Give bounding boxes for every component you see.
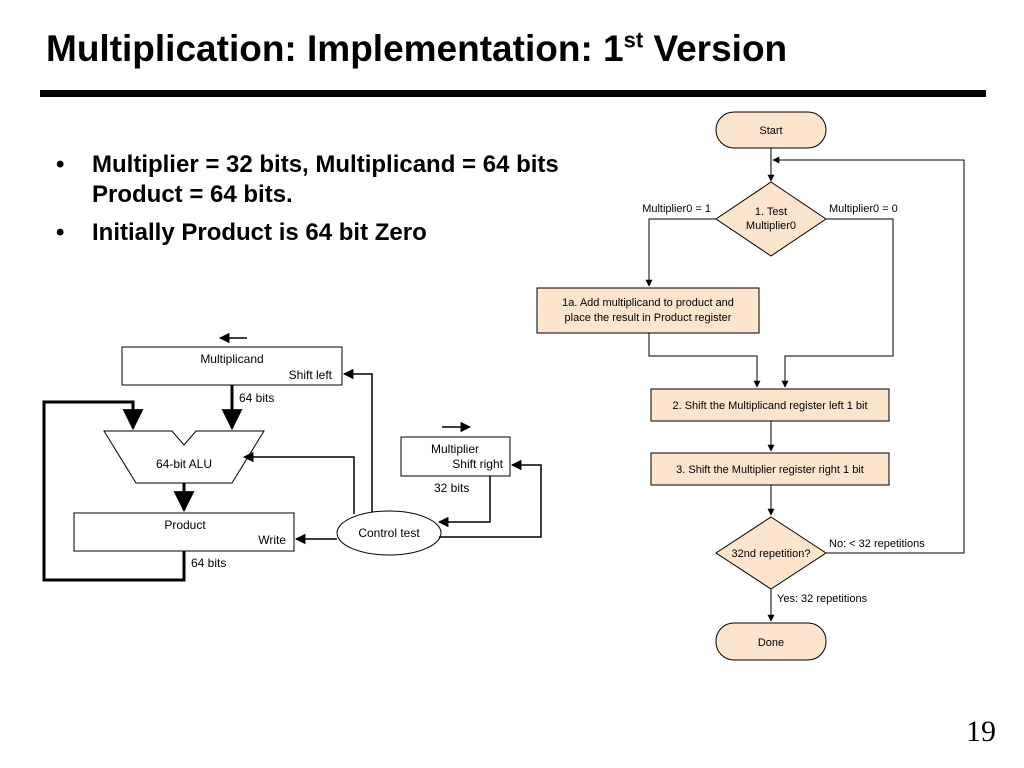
multiplicand-bits-label: 64 bits <box>239 391 274 405</box>
step-1a-box <box>536 287 760 334</box>
title-superscript: st <box>623 27 644 53</box>
branch-right-label: Multiplier0 = 0 <box>829 203 898 215</box>
bullet-text: Multiplier = 32 bits, Multiplicand = 64 … <box>92 151 559 178</box>
repetition-label: 32nd repetition? <box>732 548 811 560</box>
flowchart: Start 1. Test Multiplier0 Multiplier0 = … <box>536 111 965 661</box>
repeat-no-label: No: < 32 repetitions <box>829 538 925 550</box>
hardware-diagram: Multiplicand Shift left 64 bits 64-bit A… <box>42 332 542 582</box>
title-rule <box>40 90 986 97</box>
multiplier-to-control-line <box>437 476 491 528</box>
multiplier-bits-label: 32 bits <box>434 481 469 495</box>
control-test-unit <box>336 510 442 556</box>
multiplier-shift-label: Shift right <box>452 457 503 471</box>
product-bits-label: 64 bits <box>191 556 226 570</box>
multiplicand-register <box>121 346 343 386</box>
step-2-box <box>650 388 890 422</box>
control-to-multiplicand-line <box>342 368 373 512</box>
product-label: Product <box>164 518 206 532</box>
test-label-line1: 1. Test <box>755 206 787 218</box>
test-label-line2: Multiplier0 <box>746 220 796 232</box>
multiplicand-shift-label: Shift left <box>289 368 333 382</box>
alu-shape <box>103 430 265 484</box>
multiplier-label: Multiplier <box>431 442 479 456</box>
alu-label: 64-bit ALU <box>156 457 212 471</box>
slide-title: Multiplication: Implementation: 1st Vers… <box>46 28 787 70</box>
step-1a-line1: 1a. Add multiplicand to product and <box>562 297 734 309</box>
title-end: Version <box>643 28 788 69</box>
step-3-box <box>650 452 890 486</box>
start-label: Start <box>759 125 782 137</box>
page-number: 19 <box>966 715 996 748</box>
test-multiplier-decision <box>715 181 827 257</box>
branch-right-arrow <box>781 218 894 388</box>
step-3-label: 3. Shift the Multiplier register right 1… <box>676 464 864 476</box>
bullet-text-continued: Product = 64 bits. <box>92 181 293 208</box>
repeat-yes-label: Yes: 32 repetitions <box>777 593 868 605</box>
control-test-label: Control test <box>358 526 420 540</box>
bullet-item: Initially Product is 64 bit Zero <box>56 218 559 248</box>
done-label: Done <box>758 637 784 649</box>
bullet-list: Multiplier = 32 bits, Multiplicand = 64 … <box>56 150 559 256</box>
step-1a-line2: place the result in Product register <box>565 312 732 324</box>
title-main: Multiplication: Implementation: 1 <box>46 28 624 69</box>
control-to-alu-line <box>242 451 355 514</box>
product-register <box>73 512 295 552</box>
repeat-loop-arrow <box>772 156 965 554</box>
control-to-multiplier-line <box>439 459 542 538</box>
bullet-item: Multiplier = 32 bits, Multiplicand = 64 … <box>56 150 559 210</box>
step-2-label: 2. Shift the Multiplicand register left … <box>672 400 867 412</box>
bullet-text: Initially Product is 64 bit Zero <box>92 219 427 246</box>
branch-left-label: Multiplier0 = 1 <box>642 203 711 215</box>
product-feedback-bus <box>42 400 186 582</box>
branch-left-arrow <box>645 218 716 287</box>
multiplier-register <box>400 436 511 477</box>
done-node <box>715 622 827 661</box>
product-write-label: Write <box>258 533 286 547</box>
step-1a-to-step-2-arrow <box>648 333 761 388</box>
multiplicand-label: Multiplicand <box>200 352 263 366</box>
